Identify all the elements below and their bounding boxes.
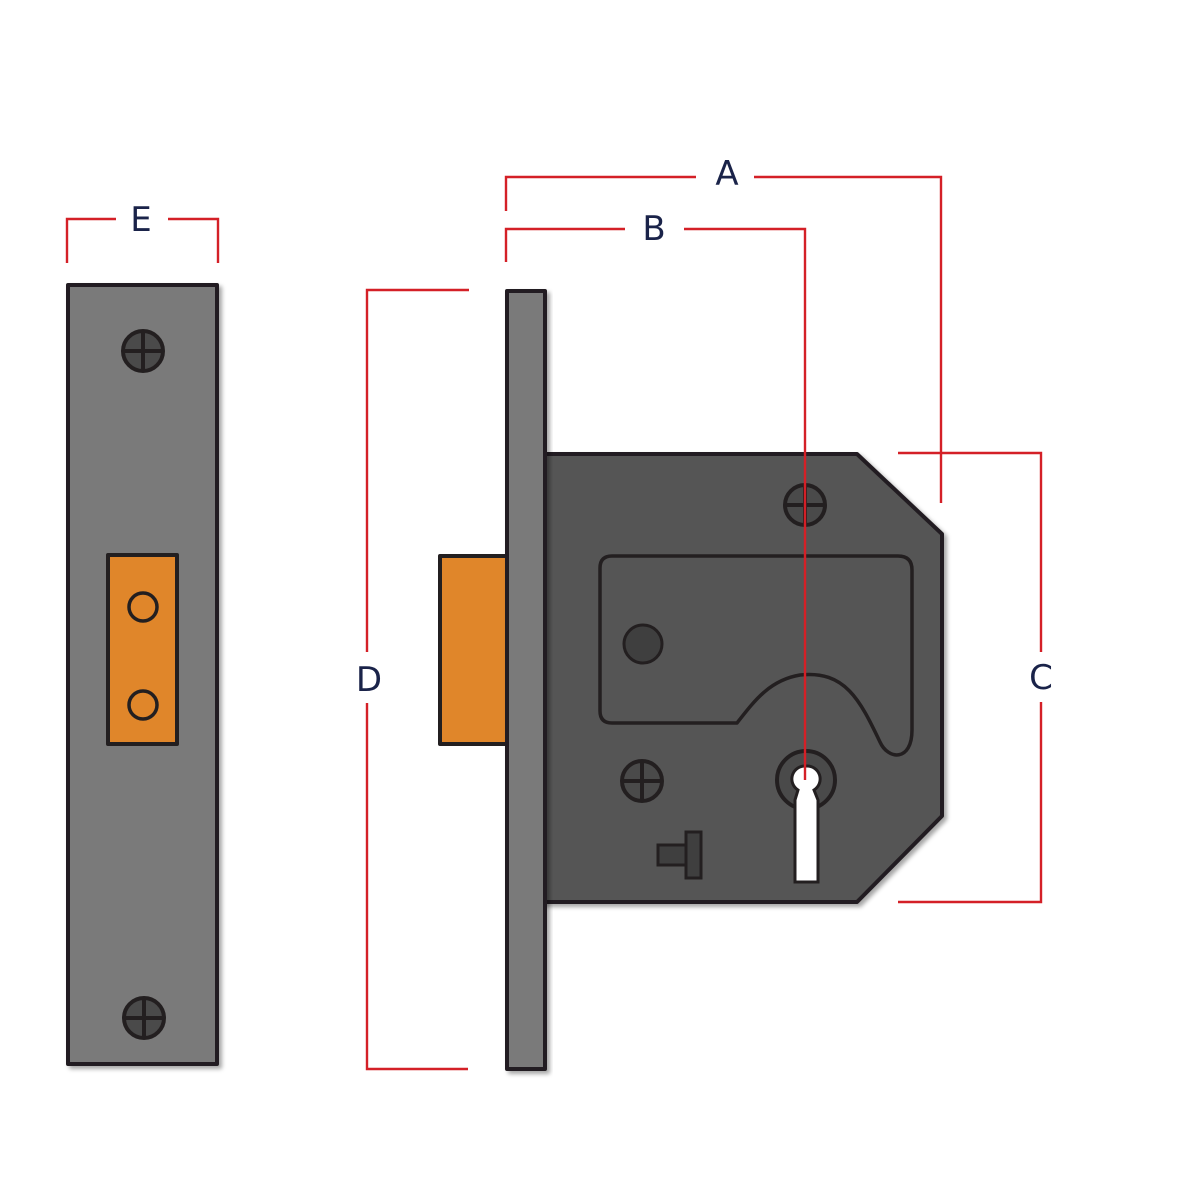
bolt-side [438,554,514,746]
dimension-c: C [898,451,1053,904]
bolt-rivet [127,689,159,721]
snib-lug [656,830,703,880]
dimension-a: A [504,154,943,503]
forend-front-view [66,283,219,1066]
dimension-e: E [65,200,220,263]
keyhole-icon [775,749,837,884]
screw-head-icon [620,759,664,803]
dimension-label-a: A [715,154,738,194]
dimension-b: B [504,209,807,780]
dimension-label-b: B [642,209,665,249]
bolt-face [106,553,179,746]
dimension-d: D [356,288,469,1071]
lever-pin [622,623,664,665]
dimension-label-c: C [1029,658,1053,698]
forend-plate-side [505,289,547,1071]
dimension-label-e: E [130,200,151,240]
lock-side-view [438,289,944,1071]
screw-head-icon [122,996,166,1040]
dimension-label-d: D [356,660,382,700]
screw-head-icon [121,329,165,373]
bolt-rivet [127,591,159,623]
